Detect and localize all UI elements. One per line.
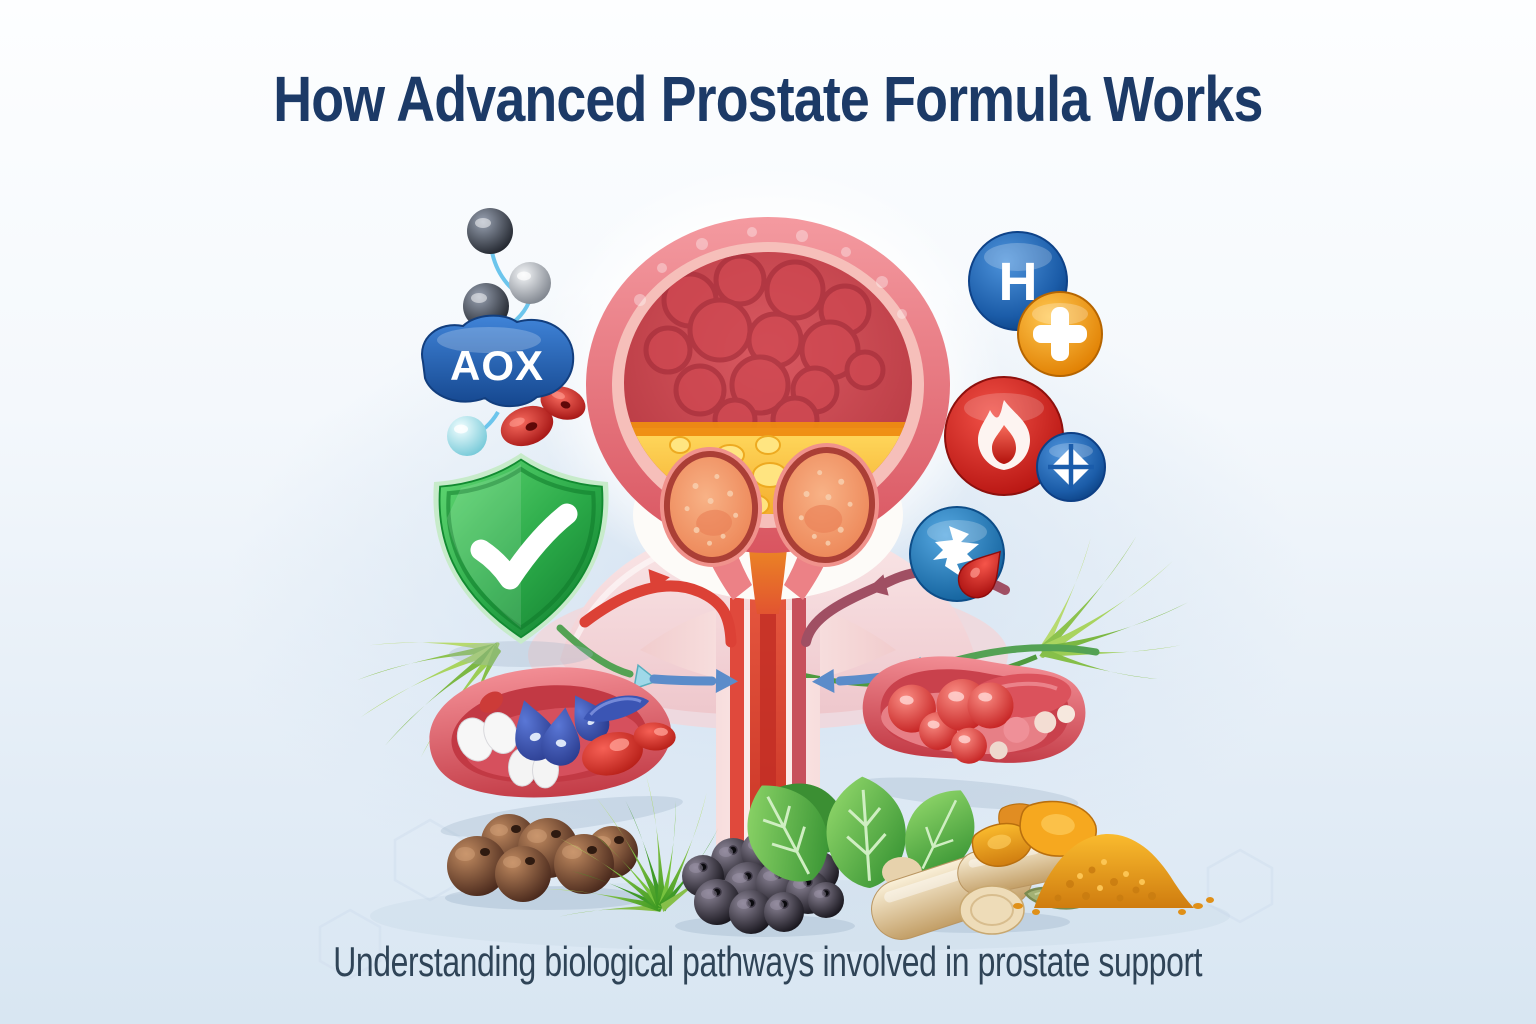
mint-leaves (728, 765, 1027, 920)
free-radical-molecules (447, 208, 551, 456)
diamond-badge (1036, 432, 1106, 502)
turmeric-powder (1013, 833, 1214, 915)
plus-icon (1033, 307, 1087, 361)
red-arrow (579, 569, 737, 648)
turmeric-chunks (968, 797, 1100, 873)
aox-badge: AOX (421, 314, 575, 408)
faceted-diamond-icon (1048, 444, 1094, 490)
black-berries (675, 831, 855, 937)
artery-vessel-left (429, 667, 683, 837)
urethra-left-stripe (730, 598, 744, 866)
enzyme-badge (909, 506, 1015, 606)
red-blood-cells (500, 386, 586, 447)
saw-palmetto-berries (445, 814, 645, 910)
blood-vessel-right (855, 656, 1086, 810)
red-blood-cell-cluster (887, 679, 1076, 764)
red-softgels (582, 722, 676, 776)
green-blue-arrow-left (556, 624, 738, 693)
dark-molecule-sphere (467, 208, 513, 254)
enzyme-icon (933, 526, 979, 578)
aox-label: AOX (450, 342, 544, 389)
bladder-wall-dots (634, 227, 907, 319)
flame-badge (944, 376, 1064, 496)
subtitle: Understanding biological pathways involv… (333, 938, 1203, 985)
shield-check-icon (433, 453, 609, 667)
blood-drop-icon (950, 539, 1015, 606)
scattered-grains (1013, 897, 1214, 915)
prostate-right-lobe (772, 443, 880, 567)
plus-badge (1017, 291, 1103, 377)
vessel-supplements (456, 686, 676, 789)
cyan-molecule-sphere (447, 416, 487, 456)
prostate-left-lobe (659, 447, 763, 567)
blue-droplets (504, 686, 650, 768)
hormone-label: H (999, 252, 1038, 312)
flame-icon (978, 400, 1030, 470)
silver-molecule-sphere (509, 262, 551, 304)
aox-blob-icon (421, 314, 575, 408)
page-title: How Advanced Prostate Formula Works (273, 63, 1263, 135)
